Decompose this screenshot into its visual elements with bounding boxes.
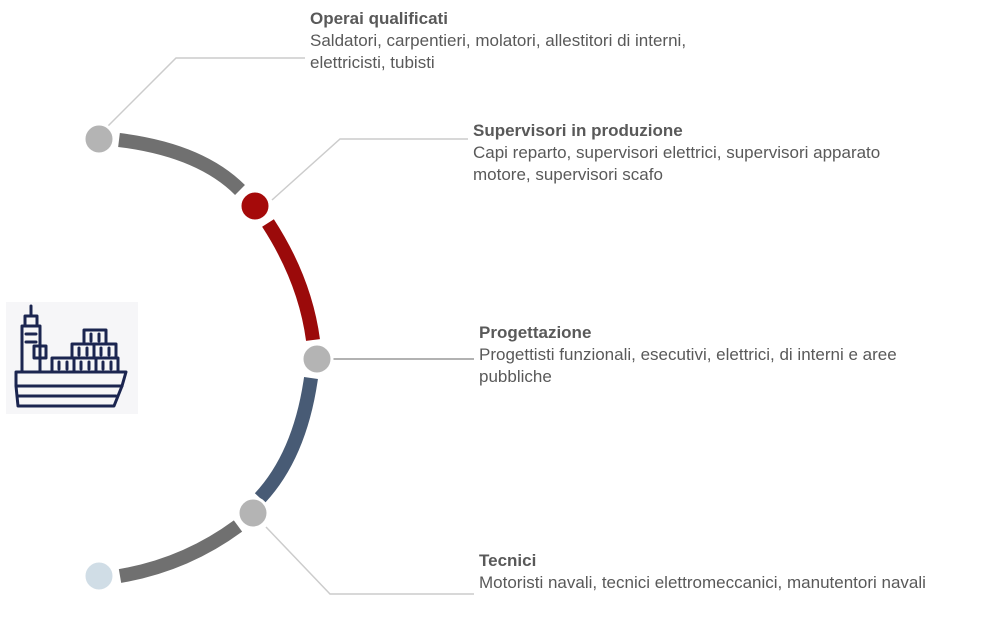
block-title: Supervisori in produzione: [473, 121, 683, 140]
block-title: Tecnici: [479, 551, 537, 570]
node-progettazione: [300, 342, 334, 376]
node-bottom: [82, 559, 116, 593]
arc-segment-bottom: [118, 520, 243, 583]
node-tecnici: [236, 496, 270, 530]
block-description: Saldatori, carpentieri, molatori, allest…: [310, 31, 687, 72]
connector-line-supervisori: [271, 138, 468, 201]
ship-icon-panel: [6, 302, 138, 414]
block-description: Capi reparto, supervisori elettrici, sup…: [473, 143, 881, 184]
block-title: Progettazione: [479, 323, 592, 342]
arc-segment-blue: [254, 377, 318, 503]
block-description: Progettisti funzionali, esecutivi, elett…: [479, 345, 897, 386]
block-tecnici: Tecnici Motoristi navali, tecnici elettr…: [479, 550, 984, 594]
arc-segment-red: [262, 219, 320, 341]
connector-line-tecnici: [265, 526, 474, 595]
block-description: Motoristi navali, tecnici elettromeccani…: [479, 573, 926, 592]
cargo-ship-icon: [14, 304, 128, 408]
connector-line-operai: [107, 57, 305, 127]
node-supervisori: [238, 189, 272, 223]
block-operai-qualificati: Operai qualificati Saldatori, carpentier…: [310, 8, 750, 74]
block-supervisori-produzione: Supervisori in produzione Capi reparto, …: [473, 120, 893, 186]
block-progettazione: Progettazione Progettisti funzionali, es…: [479, 322, 899, 388]
block-title: Operai qualificati: [310, 9, 448, 28]
arc-segment-top: [118, 133, 245, 196]
node-operai: [82, 122, 116, 156]
